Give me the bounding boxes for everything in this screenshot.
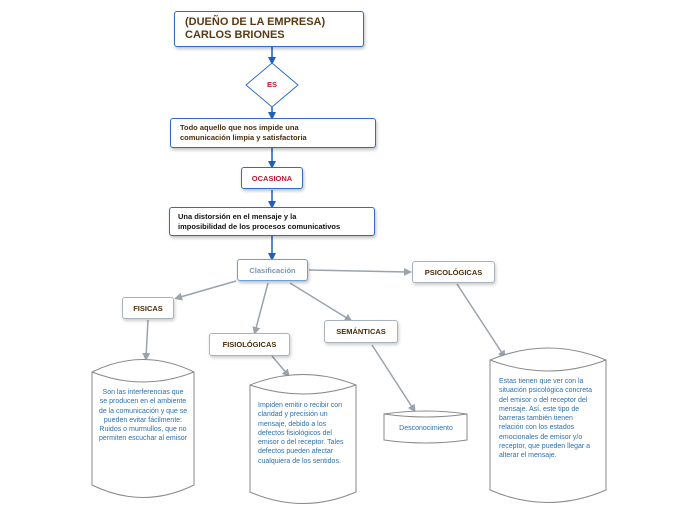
arrow-clasificacion-to-fisiologicas xyxy=(252,282,269,335)
arrow-clasificacion-to-psicologicas xyxy=(308,267,412,276)
psicologicas-description: Estas tienen que ver con la situación ps… xyxy=(499,378,592,460)
ocasiona-box: OCASIONA xyxy=(241,167,303,189)
definition-box: Todo aquello que nos impide una comunica… xyxy=(170,118,376,148)
arrow-fisiologicas-to-desc xyxy=(271,355,290,378)
consequence-box: Una distorsión en el mensaje y la imposi… xyxy=(169,207,375,236)
fisiologicas-box: FISIOLÓGICAS xyxy=(209,333,290,356)
clasificacion-box: Clasificación xyxy=(237,259,308,281)
arrow-fisicas-to-desc xyxy=(142,319,151,361)
es-label: ES xyxy=(266,80,277,89)
fisiologicas-description: Impiden emitir o recibir con claridad y … xyxy=(258,402,344,465)
semanticas-description: Desconocimiento xyxy=(399,425,453,432)
arrow-semanticas-to-desc xyxy=(371,344,416,413)
title-box: (DUEÑO DE LA EMPRESA) CARLOS BRIONES xyxy=(174,11,364,47)
title-text: (DUEÑO DE LA EMPRESA) CARLOS BRIONES xyxy=(185,16,326,41)
psicologicas-box: PSICOLÓGICAS xyxy=(412,261,495,283)
arrow-psicologicas-to-desc xyxy=(456,283,506,359)
fisicas-box: FISICAS xyxy=(122,297,174,319)
semanticas-box: SEMÁNTICAS xyxy=(324,320,398,343)
arrow-clasificacion-to-fisicas xyxy=(174,280,237,301)
arrow-clasificacion-to-semanticas xyxy=(289,282,353,322)
fisicas-description: Son las interferencias que se producen e… xyxy=(98,389,188,443)
